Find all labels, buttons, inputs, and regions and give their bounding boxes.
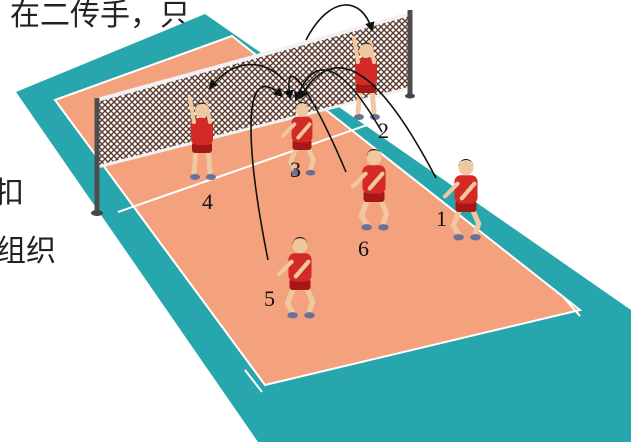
position-label-5: 5 [264, 286, 275, 311]
position-label-2: 2 [378, 118, 389, 143]
position-label-3: 3 [290, 157, 301, 182]
position-label-4: 4 [202, 189, 213, 214]
position-label-6: 6 [358, 236, 369, 261]
position-label-1: 1 [436, 206, 447, 231]
